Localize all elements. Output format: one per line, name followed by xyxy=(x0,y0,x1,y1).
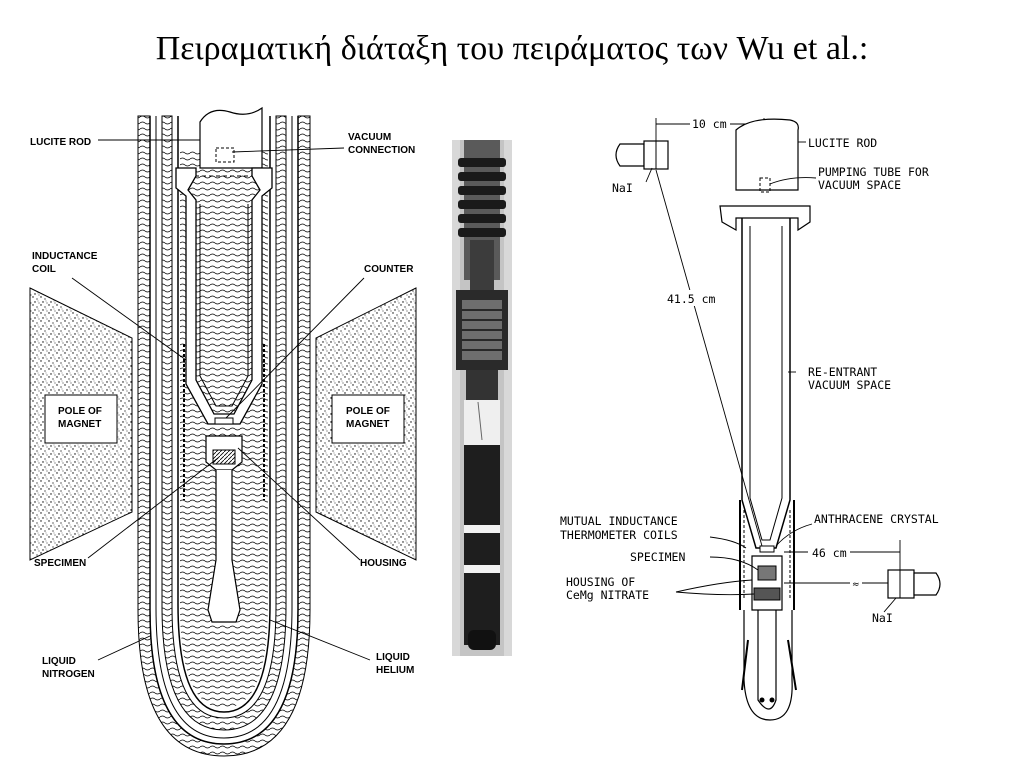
right-apparatus-diagram: 10 cm 41.5 cm 46 cm xyxy=(560,117,941,721)
label-vacuum-connection: VACUUM xyxy=(348,132,391,143)
label-inductance-coil-2: COIL xyxy=(32,264,56,275)
dim-46cm: 46 cm xyxy=(812,546,847,560)
label-lucite-rod-right: LUCITE ROD xyxy=(808,136,877,150)
label-pumping-tube: PUMPING TUBE FOR xyxy=(818,165,929,179)
label-vacuum-connection-2: CONNECTION xyxy=(348,145,415,156)
label-pole-right-2: MAGNET xyxy=(346,419,389,430)
counter xyxy=(214,417,234,425)
label-reentrant-2: VACUUM SPACE xyxy=(808,378,891,392)
label-counter: COUNTER xyxy=(364,264,414,275)
dim-41-5cm: 41.5 cm xyxy=(667,292,716,306)
label-pumping-tube-2: VACUUM SPACE xyxy=(818,178,901,192)
label-anthracene: ANTHRACENE CRYSTAL xyxy=(814,512,939,526)
left-dewar-diagram: LUCITE ROD VACUUM CONNECTION INDUCTANCE … xyxy=(29,106,417,757)
svg-text:≈: ≈ xyxy=(852,580,860,590)
page-title: Πειραματική διάταξη του πειράματος των W… xyxy=(155,30,869,67)
nai-detector-top xyxy=(615,140,669,170)
distance-line-41-5 xyxy=(655,169,763,547)
nai-detector-bottom xyxy=(887,569,941,599)
label-pole-left: POLE OF xyxy=(58,406,102,417)
label-pole-right: POLE OF xyxy=(346,406,390,417)
label-inductance-coil: INDUCTANCE xyxy=(32,251,98,262)
label-housing-right: HOUSING OF xyxy=(566,575,635,589)
dim-10cm: 10 cm xyxy=(692,117,727,131)
reentrant-vacuum-space xyxy=(741,218,791,549)
reentrant-vessel xyxy=(175,167,273,425)
specimen xyxy=(212,449,236,465)
anthracene-crystal xyxy=(759,545,775,553)
liquid-helium-jacket xyxy=(161,115,287,731)
label-reentrant: RE-ENTRANT xyxy=(808,365,877,379)
label-housing: HOUSING xyxy=(360,558,407,569)
label-liquid-helium-2: HELIUM xyxy=(376,665,414,676)
specimen-right xyxy=(757,565,777,581)
label-specimen: SPECIMEN xyxy=(34,558,86,569)
apparatus-photo xyxy=(452,140,512,656)
lucite-rod xyxy=(199,106,263,169)
label-housing-right-2: CeMg NITRATE xyxy=(566,588,649,602)
label-lucite-rod: LUCITE ROD xyxy=(30,137,91,148)
label-mutual-inductance: MUTUAL INDUCTANCE xyxy=(560,514,678,528)
label-liquid-nitrogen: LIQUID xyxy=(42,656,76,667)
inductance-coil xyxy=(183,344,265,500)
lucite-rod-right xyxy=(735,118,799,191)
label-liquid-helium: LIQUID xyxy=(376,652,410,663)
label-specimen-right: SPECIMEN xyxy=(630,550,685,564)
housing-cemg-nitrate xyxy=(751,555,783,611)
label-pole-left-2: MAGNET xyxy=(58,419,101,430)
label-nai-top: NaI xyxy=(612,181,633,195)
label-nai-bottom: NaI xyxy=(872,611,893,625)
label-mutual-inductance-2: THERMOMETER COILS xyxy=(560,528,678,542)
label-liquid-nitrogen-2: NITROGEN xyxy=(42,669,95,680)
